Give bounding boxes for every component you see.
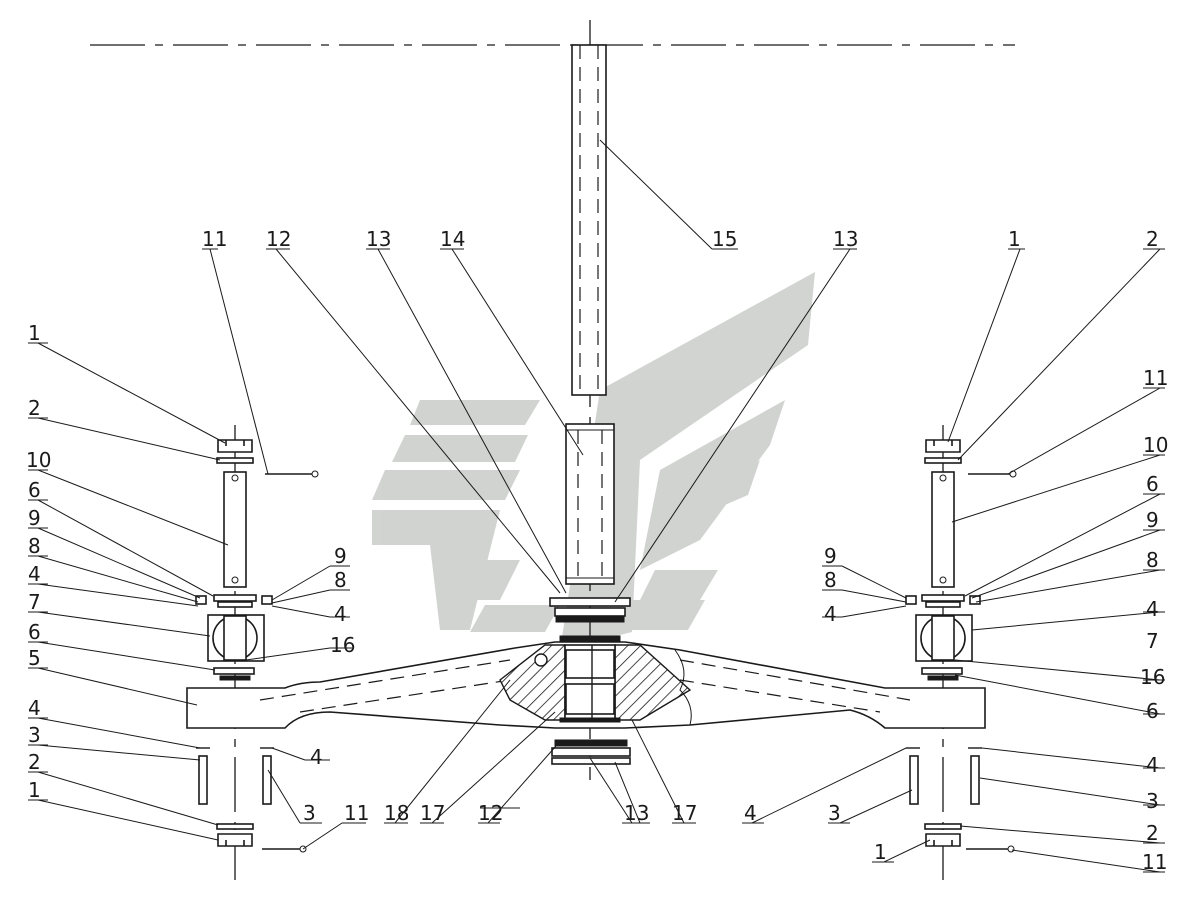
lower-washers-12-13 [551, 739, 631, 765]
callout-11: 11 [1142, 850, 1167, 874]
watermark-shape [640, 570, 718, 600]
left-bolt-3-a [198, 755, 208, 805]
watermark-logo [372, 272, 815, 650]
left-pin-assembly [195, 439, 319, 853]
right-pin-assembly [905, 439, 1017, 853]
callout-8: 8 [1146, 548, 1159, 572]
left-washer-6 [213, 594, 257, 602]
callout-17: 17 [420, 801, 445, 825]
callout-6: 6 [1146, 472, 1159, 496]
callout-4: 4 [28, 562, 41, 586]
callout-8: 8 [28, 534, 41, 558]
watermark-shape [640, 400, 785, 570]
watermark-shape [410, 400, 540, 425]
watermark-shape [440, 560, 520, 600]
left-bolt-3-b [262, 755, 272, 805]
beam-part-5 [186, 635, 986, 729]
callout-16: 16 [330, 633, 355, 657]
leader-lines [28, 139, 1165, 873]
callout-4: 4 [334, 602, 347, 626]
right-washer-6-lower [921, 667, 963, 675]
callout-1: 1 [1008, 227, 1021, 251]
right-washer-top [924, 457, 962, 464]
callout-2: 2 [28, 396, 41, 420]
callout-2: 2 [28, 750, 41, 774]
callout-labels: 15 11 12 13 14 13 1 2 1 2 11 10 10 6 6 9… [26, 227, 1168, 874]
watermark-shape [615, 600, 705, 630]
callout-1: 1 [28, 321, 41, 345]
callout-3: 3 [303, 801, 316, 825]
callout-10: 10 [26, 448, 51, 472]
watermark-shape [392, 435, 528, 462]
callout-11: 11 [1143, 366, 1168, 390]
watermark-shape [560, 272, 815, 650]
callout-17: 17 [672, 801, 697, 825]
callout-4: 4 [1146, 597, 1159, 621]
left-washer-top [216, 457, 254, 464]
callout-4: 4 [744, 801, 757, 825]
right-washer-6 [921, 594, 965, 602]
callout-1: 1 [28, 778, 41, 802]
callout-8: 8 [334, 568, 347, 592]
callout-2: 2 [1146, 227, 1159, 251]
right-castle-nut-bottom [925, 833, 961, 847]
right-bolt-3-b [970, 755, 980, 805]
left-castle-nut-top [217, 439, 253, 453]
callout-7: 7 [28, 590, 41, 614]
left-washer-6-lower [213, 667, 255, 675]
callout-4: 4 [824, 602, 837, 626]
callout-14: 14 [440, 227, 465, 251]
callout-6: 6 [28, 478, 41, 502]
right-bolt-3-a [909, 755, 919, 805]
callout-6: 6 [28, 620, 41, 644]
callout-4: 4 [1146, 753, 1159, 777]
shaft-part-15 [571, 44, 607, 396]
bushing-part-14 [565, 423, 615, 585]
watermark-shape [690, 460, 760, 520]
callout-11: 11 [202, 227, 227, 251]
callout-18: 18 [384, 801, 409, 825]
callout-2: 2 [1146, 821, 1159, 845]
callout-13: 13 [366, 227, 391, 251]
callout-10: 10 [1143, 433, 1168, 457]
callout-12: 12 [266, 227, 291, 251]
callout-13: 13 [624, 801, 649, 825]
callout-12: 12 [478, 801, 503, 825]
callout-16: 16 [1140, 665, 1165, 689]
callout-1: 1 [874, 840, 887, 864]
callout-3: 3 [828, 801, 841, 825]
callout-8: 8 [824, 568, 837, 592]
right-pin-10 [931, 471, 955, 588]
left-washer-bottom [216, 823, 254, 830]
callout-15: 15 [712, 227, 737, 251]
callout-3: 3 [28, 723, 41, 747]
upper-washers-12-13 [549, 597, 631, 623]
callout-9: 9 [824, 544, 837, 568]
right-washer-bottom [924, 823, 962, 830]
callout-4: 4 [28, 696, 41, 720]
right-castle-nut-top [925, 439, 961, 453]
callout-4: 4 [310, 745, 323, 769]
callout-5: 5 [28, 646, 41, 670]
callout-9: 9 [28, 506, 41, 530]
callout-11: 11 [344, 801, 369, 825]
callout-9: 9 [334, 544, 347, 568]
watermark-shape [372, 470, 520, 500]
left-pin-10 [223, 471, 247, 588]
callout-3: 3 [1146, 789, 1159, 813]
callout-9: 9 [1146, 508, 1159, 532]
left-castle-nut-bottom [217, 833, 253, 847]
callout-7: 7 [1146, 629, 1159, 653]
watermark-shape [470, 605, 560, 632]
callout-13: 13 [833, 227, 858, 251]
callout-6: 6 [1146, 699, 1159, 723]
